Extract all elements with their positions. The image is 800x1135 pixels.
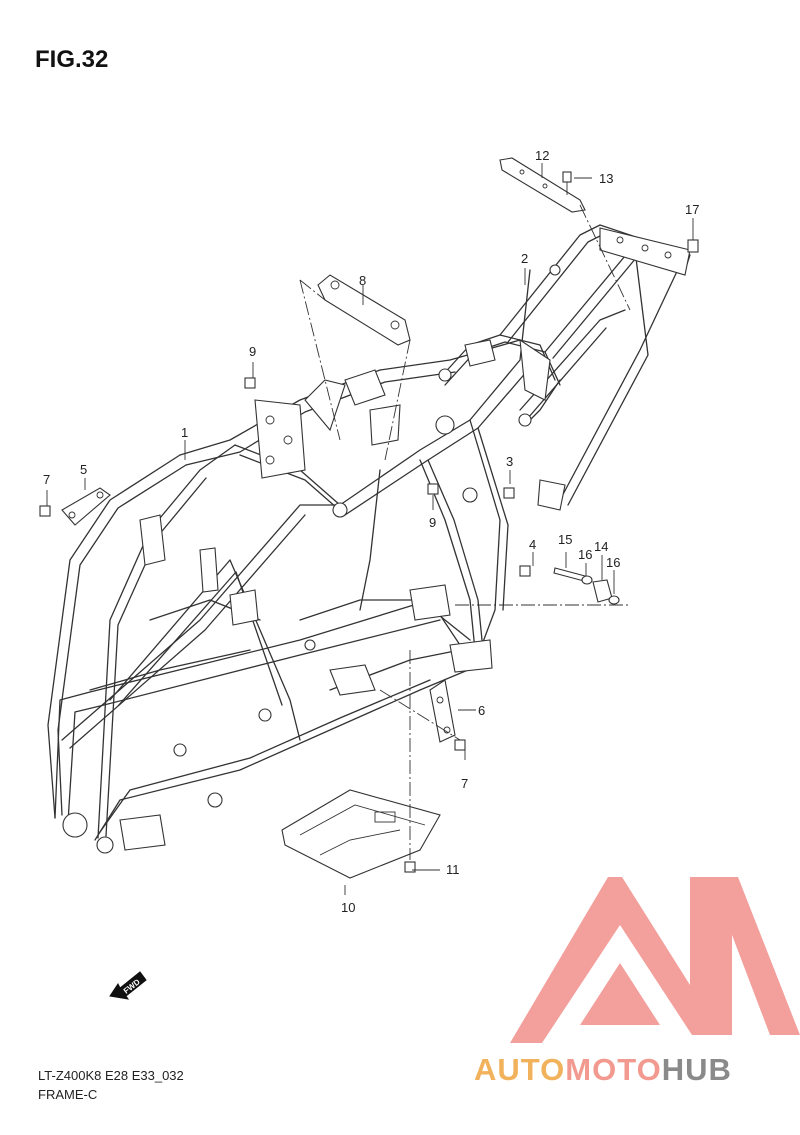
part-17-nut-drawing <box>687 239 699 253</box>
part-label: 5 <box>80 462 87 477</box>
watermark-logo <box>510 877 800 1043</box>
part-12-bracket-drawing <box>499 157 586 213</box>
part-13-bolt-drawing <box>562 171 572 195</box>
part-label: 10 <box>341 900 355 915</box>
part-labels: 1 2 3 4 5 6 7 7 8 9 9 10 11 12 13 14 15 … <box>43 148 699 915</box>
part-10-skid-plate-drawing <box>281 789 441 879</box>
leader-lines <box>46 163 694 895</box>
group-name: FRAME-C <box>38 1087 98 1102</box>
watermark-wordmark: AUTOMOTOHUB <box>474 1052 732 1088</box>
part-label: 11 <box>446 862 460 877</box>
part-6-bracket-drawing <box>429 679 456 743</box>
part-label: 3 <box>506 454 513 469</box>
part-label: 13 <box>599 171 613 186</box>
part-label: 15 <box>558 532 572 547</box>
model-code: LT-Z400K8 E28 E33_032 <box>38 1068 184 1083</box>
part-label: 9 <box>429 515 436 530</box>
part-label: 2 <box>521 251 528 266</box>
bolt-parts-drawing <box>39 377 620 873</box>
part-5-bracket-drawing <box>61 487 111 526</box>
figure-title: FIG.32 <box>35 46 109 73</box>
part-label: 17 <box>685 202 699 217</box>
rear-subframe-drawing <box>438 224 691 511</box>
part-label: 16 <box>606 555 620 570</box>
part-label: 7 <box>461 776 468 791</box>
watermark-word-moto: MOTO <box>565 1052 662 1087</box>
part-label: 14 <box>594 539 608 554</box>
watermark-word-hub: HUB <box>661 1052 732 1087</box>
part-label: 9 <box>249 344 256 359</box>
part-label: 16 <box>578 547 592 562</box>
fwd-arrow-icon: FWD <box>109 971 147 1000</box>
part-label: 7 <box>43 472 50 487</box>
part-label: 1 <box>181 425 188 440</box>
part-label: 4 <box>529 537 536 552</box>
main-frame-drawing <box>47 269 531 854</box>
part-label: 8 <box>359 273 366 288</box>
watermark-word-auto: AUTO <box>474 1052 566 1087</box>
part-label: 12 <box>535 148 549 163</box>
part-label: 6 <box>478 703 485 718</box>
